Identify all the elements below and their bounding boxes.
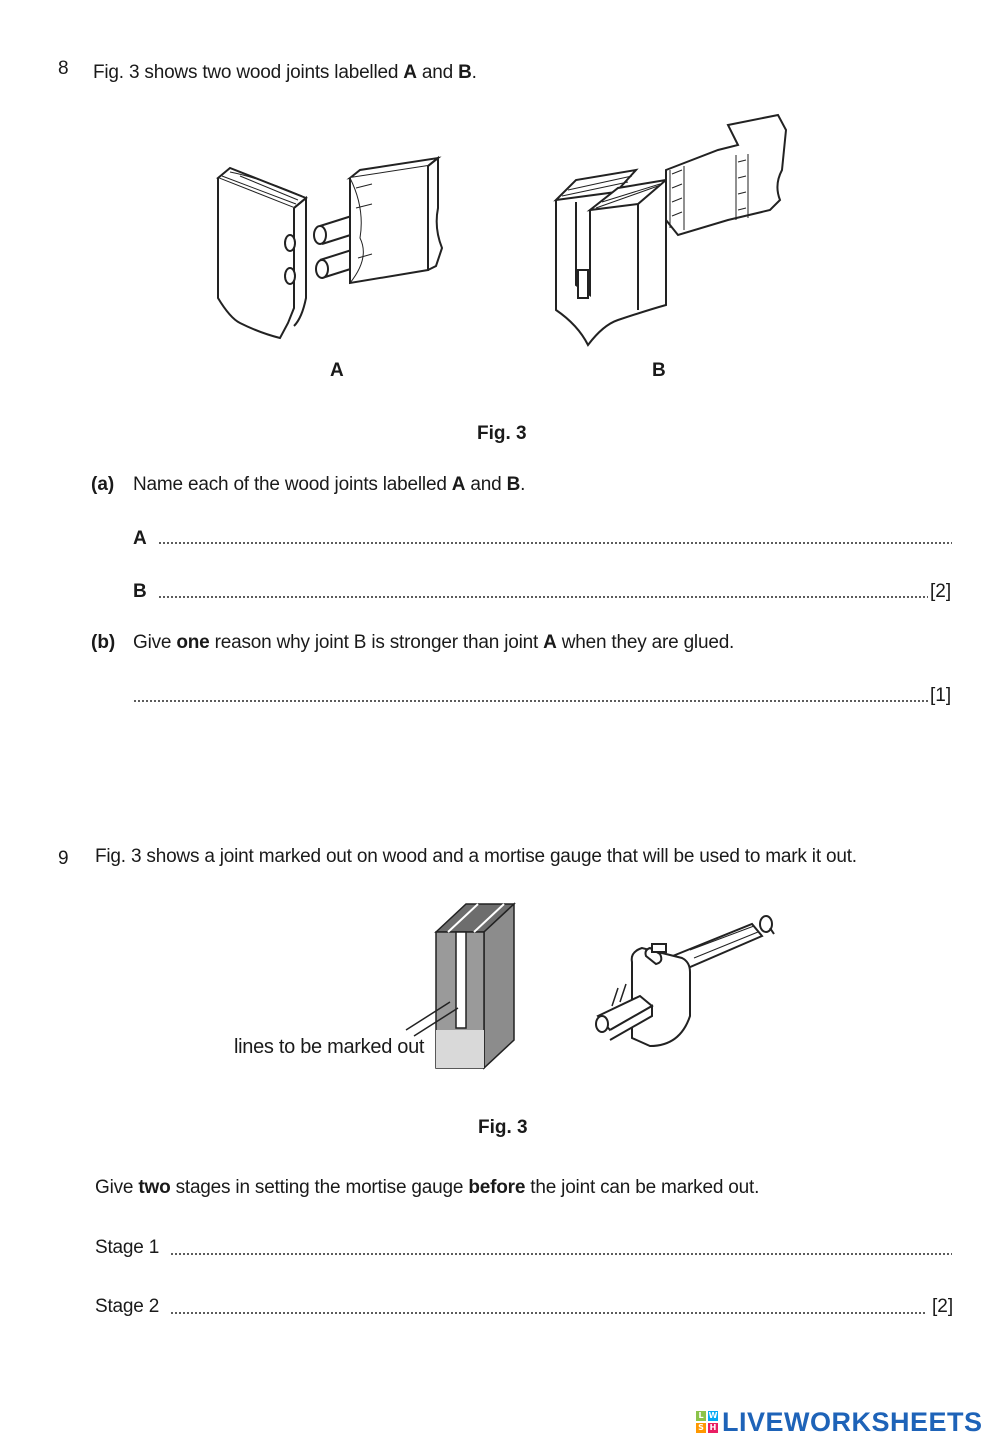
stage-1-field[interactable] [170,1253,952,1255]
part-a-question: Name each of the wood joints labelled A … [133,474,526,495]
question-number: 8 [58,58,69,79]
bridle-joint-illustration [553,113,788,347]
figure-label-b: B [652,360,666,381]
liveworksheets-logo: L W S H LIVEWORKSHEETS [696,1406,983,1438]
question-9-prompt: Give two stages in setting the mortise g… [95,1177,760,1198]
part-a-tag: (a) [91,474,115,495]
answer-a-field[interactable] [158,542,952,544]
question-8-intro: Fig. 3 shows two wood joints labelled A … [93,62,477,83]
part-b-answer-field[interactable] [133,700,928,702]
answer-b-field[interactable] [158,596,928,598]
marks-badge: [1] [930,685,952,706]
annotation-label: lines to be marked out [234,1036,425,1058]
marks-badge: [2] [932,1296,954,1317]
question-9-intro: Fig. 3 shows a joint marked out on wood … [95,846,857,867]
stage-1-label: Stage 1 [95,1237,160,1258]
stage-2-field[interactable] [170,1312,925,1314]
question-number: 9 [58,848,69,869]
stage-2-label: Stage 2 [95,1296,160,1317]
mortise-gauge-illustration [595,915,775,1048]
marked-wood-illustration [405,902,516,1070]
part-b-tag: (b) [91,632,116,653]
figure-caption: Fig. 3 [477,423,527,444]
part-b-question: Give one reason why joint B is stronger … [133,632,735,653]
dowel-joint-illustration [216,155,444,340]
logo-blocks-icon: L W S H [696,1411,718,1433]
figure-label-a: A [330,360,344,381]
figure-caption: Fig. 3 [478,1117,528,1138]
answer-a-label: A [133,528,147,549]
marks-badge: [2] [930,581,952,602]
answer-b-label: B [133,581,147,602]
logo-text: LIVEWORKSHEETS [722,1406,983,1437]
